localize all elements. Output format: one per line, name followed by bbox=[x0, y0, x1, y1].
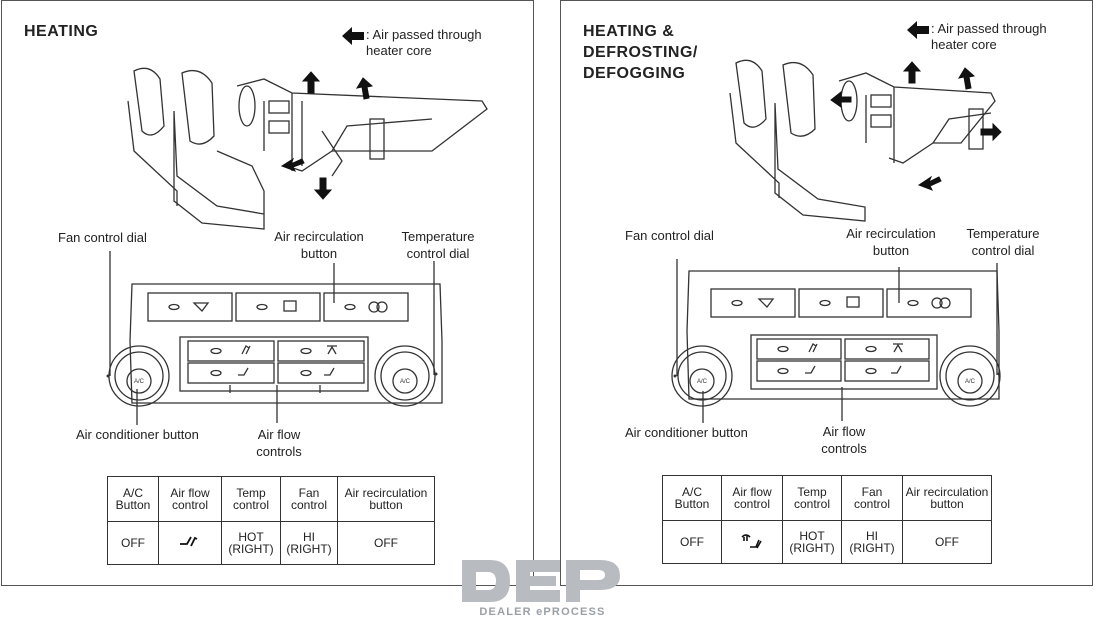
legend-text: : Air passed through heater core bbox=[366, 27, 482, 58]
defrost-feet-airflow-icon bbox=[741, 534, 762, 549]
watermark-text: DEALER ePROCESS bbox=[479, 606, 606, 618]
settings-table: A/C Button Air flow control Temp control… bbox=[662, 475, 992, 564]
table-header-cell: Air flow control bbox=[158, 476, 222, 522]
table-cell: HI (RIGHT) bbox=[280, 521, 338, 565]
temperature-control-dial-label: Temperature control dial bbox=[966, 226, 1040, 258]
table-cell: HOT (RIGHT) bbox=[782, 520, 842, 564]
table-cell: HI (RIGHT) bbox=[841, 520, 903, 564]
dep-logo bbox=[462, 560, 620, 602]
table-cell: OFF bbox=[662, 520, 722, 564]
page-title: HEATING bbox=[24, 23, 99, 40]
left-arrow-icon bbox=[342, 27, 364, 45]
page-title: HEATING & DEFROSTING/ DEFOGGING bbox=[583, 23, 698, 82]
air-conditioner-button-label: Air conditioner button bbox=[625, 425, 748, 440]
table-header-cell: A/C Button bbox=[662, 475, 722, 521]
ac-button-face-text: A/C bbox=[697, 379, 708, 385]
heating-defrosting-illustration: A/C A/C bbox=[671, 59, 1002, 423]
heating-defrosting-panel: A/C A/C HEATING & DEFROSTING/ DEFOGGING … bbox=[560, 0, 1093, 586]
fan-control-dial-label: Fan control dial bbox=[58, 230, 147, 245]
temp-dial-face-text: A/C bbox=[400, 379, 411, 385]
table-row: OFF HOT (RIGHT) HI (RIGHT) OFF bbox=[107, 521, 435, 565]
table-header-cell: Air flow control bbox=[721, 475, 783, 521]
air-conditioner-button-label: Air conditioner button bbox=[76, 427, 199, 442]
heating-panel: A/C A/C HEATING : Air passed through hea… bbox=[1, 0, 534, 586]
table-header-cell: Temp control bbox=[221, 476, 281, 522]
table-cell bbox=[721, 520, 783, 564]
table-cell: HOT (RIGHT) bbox=[221, 521, 281, 565]
feet-airflow-icon bbox=[180, 536, 198, 547]
table-cell bbox=[158, 521, 222, 565]
table-header-row: A/C Button Air flow control Temp control… bbox=[662, 475, 992, 521]
temperature-control-dial-label: Temperature control dial bbox=[401, 229, 475, 261]
table-cell: OFF bbox=[107, 521, 159, 565]
heating-illustration: A/C A/C bbox=[106, 67, 488, 425]
legend-text: : Air passed through heater core bbox=[931, 21, 1047, 52]
table-header-cell: A/C Button bbox=[107, 476, 159, 522]
settings-table: A/C Button Air flow control Temp control… bbox=[107, 476, 435, 565]
air-recirculation-button-label: Air recirculation button bbox=[274, 229, 364, 261]
table-cell: OFF bbox=[902, 520, 992, 564]
fan-control-dial-label: Fan control dial bbox=[625, 228, 714, 243]
temp-dial-face-text: A/C bbox=[965, 379, 976, 385]
ac-button-face-text: A/C bbox=[134, 379, 145, 385]
table-header-cell: Air recirculation button bbox=[902, 475, 992, 521]
dealer-eprocess-watermark: DEALER ePROCESS bbox=[460, 556, 625, 624]
table-header-cell: Fan control bbox=[841, 475, 903, 521]
table-header-cell: Fan control bbox=[280, 476, 338, 522]
table-header-cell: Air recirculation button bbox=[337, 476, 435, 522]
table-row: OFF HOT (RIGHT) HI (RIGHT) OFF bbox=[662, 520, 992, 564]
air-flow-controls-label: Air flow controls bbox=[821, 424, 867, 456]
air-flow-controls-label: Air flow controls bbox=[256, 427, 302, 459]
air-recirculation-button-label: Air recirculation button bbox=[846, 226, 936, 258]
table-header-row: A/C Button Air flow control Temp control… bbox=[107, 476, 435, 522]
table-cell: OFF bbox=[337, 521, 435, 565]
left-arrow-icon bbox=[907, 21, 929, 39]
table-header-cell: Temp control bbox=[782, 475, 842, 521]
